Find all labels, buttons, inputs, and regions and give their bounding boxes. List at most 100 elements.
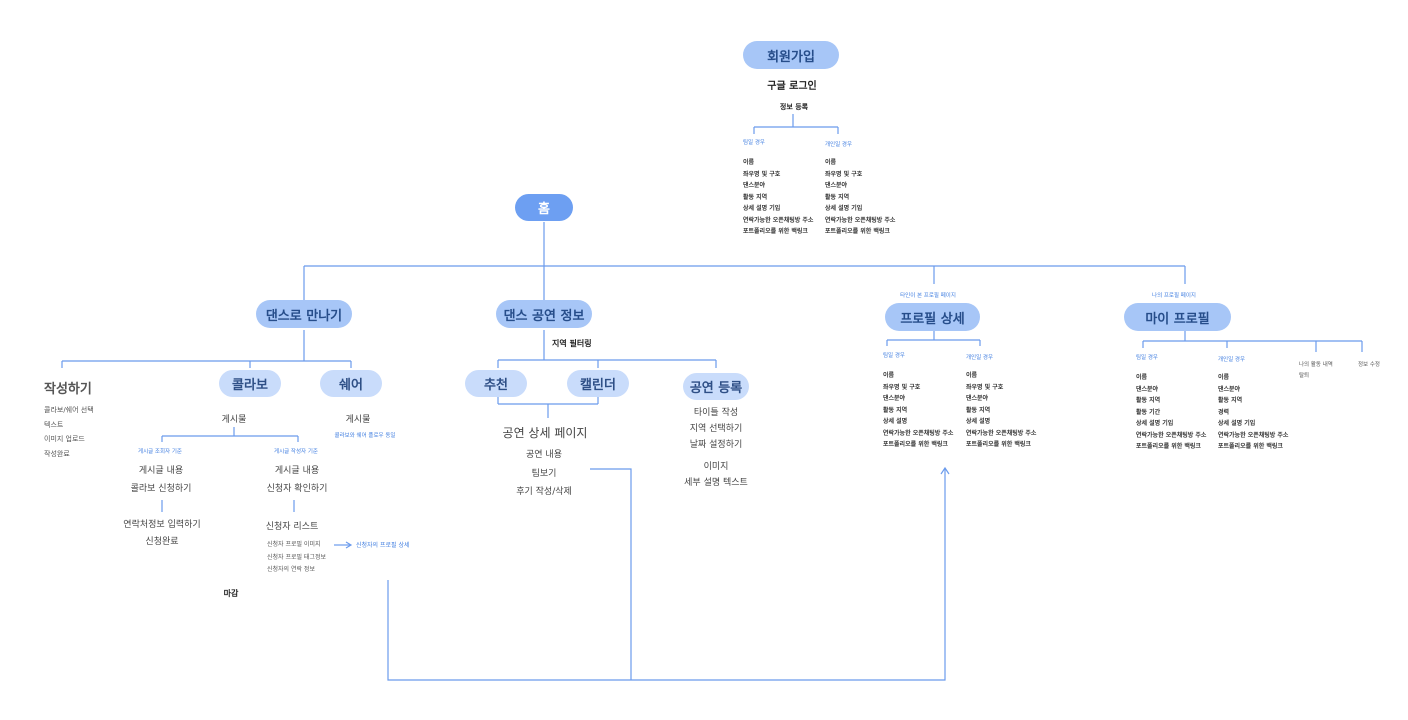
field-item: 연락가능한 오픈채팅방 주소: [1136, 431, 1207, 439]
edit-info-label: 정보 수정: [1358, 362, 1380, 368]
viewer-basis-label: 게시글 조회자 기준: [138, 449, 182, 455]
field-item: 좌우명 및 구호: [743, 170, 781, 178]
field-item: 댄스분야: [1218, 385, 1241, 393]
performance-node[interactable]: 댄스 공연 정보: [496, 300, 592, 328]
field-item: 이름: [825, 159, 837, 166]
register-items-more: 이미지 세부 설명 텍스트: [684, 459, 748, 491]
viewer-items: 게시글 내용 콜라보 신청하기: [131, 462, 192, 498]
viewer-item: 콜라보 신청하기: [130, 484, 192, 494]
write-item: 이미지 업로드: [44, 435, 85, 443]
signup-team-label: 팀일 경우: [743, 140, 765, 146]
field-item: 포트폴리오를 위한 백링크: [825, 228, 890, 235]
home-node[interactable]: 홈: [515, 194, 573, 221]
my-profile-node[interactable]: 마이 프로필: [1124, 303, 1231, 331]
field-item: 상세 설명: [966, 418, 991, 425]
my-activity-items: 나의 활동 내역 탈퇴: [1299, 360, 1333, 382]
detail-item: 후기 작성/삭제: [516, 487, 572, 497]
my-profile-personal-label: 개인일 경우: [1218, 357, 1246, 363]
detail-item: 팀보기: [531, 468, 557, 479]
field-item: 좌우명 및 구호: [966, 383, 1004, 391]
viewer-next-items: 연락처정보 입력하기 신청완료: [123, 517, 200, 551]
my-profile-team-label: 팀일 경우: [1136, 355, 1158, 361]
field-item: 활동 기간: [1136, 408, 1161, 416]
field-item: 상세 설명 기입: [825, 205, 863, 212]
activity-item: 나의 활동 내역: [1299, 362, 1333, 368]
closed-label: 마감: [223, 589, 239, 598]
profile-personal-label: 개인일 경우: [966, 355, 994, 361]
register-items: 타이틀 작성 지역 선택하기 날짜 설정하기: [690, 405, 743, 453]
activity-item: 탈퇴: [1299, 373, 1310, 379]
signup-personal-label: 개인일 경우: [825, 142, 853, 148]
write-title: 작성하기: [44, 382, 92, 397]
field-item: 연락가능한 오픈채팅방 주소: [1218, 431, 1289, 439]
field-item: 이름: [743, 159, 755, 166]
register-item: 세부 설명 텍스트: [684, 478, 748, 488]
field-item: 포트폴리오를 위한 백링크: [966, 441, 1031, 448]
performance-detail-items: 공연 내용 팀보기 후기 작성/삭제: [516, 446, 572, 502]
field-item: 상세 설명: [883, 418, 908, 425]
field-item: 좌우명 및 구호: [883, 383, 921, 391]
viewer-next-item: 연락처정보 입력하기: [123, 520, 201, 530]
field-item: 활동 지역: [1136, 397, 1161, 404]
field-item: 연락가능한 오픈채팅방 주소: [825, 216, 896, 224]
share-node[interactable]: 쉐어: [320, 370, 382, 397]
applicant-profile-link[interactable]: 신청자의 프로필 상세: [356, 542, 410, 549]
field-item: 활동 지역: [966, 406, 991, 414]
writer-item: 신청자 확인하기: [266, 484, 328, 494]
field-item: 포트폴리오를 위한 백링크: [1218, 443, 1283, 450]
detail-item: 공연 내용: [526, 450, 562, 460]
calendar-node[interactable]: 캘린더: [567, 370, 629, 397]
field-item: 상세 설명 기입: [743, 205, 781, 212]
applicant-details: 신청자 프로필 이미지 신청자 프로필 태그정보 신청자의 연락 정보: [267, 539, 326, 577]
field-item: 댄스분야: [743, 182, 766, 189]
write-items: 콜라보/쉐어 선택 텍스트 이미지 업로드 작성완료: [44, 403, 94, 461]
my-profile-caption: 나의 프로필 페이지: [1152, 293, 1196, 299]
register-item: 지역 선택하기: [689, 424, 743, 434]
my-profile-personal-fields: 이름 댄스분야 활동 지역 경력 상세 설명 기입 연락가능한 오픈채팅방 주소…: [1218, 372, 1288, 453]
register-performance-node[interactable]: 공연 등록: [683, 373, 749, 400]
field-item: 포트폴리오를 위한 백링크: [1136, 443, 1201, 450]
field-item: 활동 지역: [825, 193, 850, 201]
write-item: 콜라보/쉐어 선택: [44, 406, 94, 414]
signup-team-fields: 이름 좌우명 및 구호 댄스분야 활동 지역 상세 설명 기입 연락가능한 오픈…: [743, 157, 813, 238]
field-item: 활동 지역: [1218, 397, 1243, 404]
field-item: 활동 지역: [883, 406, 908, 414]
applicant-detail: 신청자의 연락 정보: [267, 566, 315, 573]
field-item: 댄스분야: [825, 182, 848, 189]
collab-post-label: 게시물: [221, 415, 247, 425]
field-item: 이름: [966, 372, 978, 379]
share-note: 콜라보와 쉐어 플로우 동일: [334, 433, 396, 439]
writer-items: 게시글 내용 신청자 확인하기: [267, 462, 328, 498]
profile-team-label: 팀일 경우: [883, 353, 905, 359]
recommend-node[interactable]: 추천: [465, 370, 527, 397]
register-item: 타이틀 작성: [693, 408, 739, 418]
field-item: 댄스분야: [1136, 385, 1159, 393]
signup-node[interactable]: 회원가입: [743, 41, 839, 69]
collab-node[interactable]: 콜라보: [219, 370, 281, 397]
region-filter-label: 지역 필터링: [552, 339, 592, 348]
profile-team-fields: 이름 좌우명 및 구호 댄스분야 활동 지역 상세 설명 연락가능한 오픈채팅방…: [883, 370, 953, 451]
register-item: 이미지: [703, 462, 729, 472]
signup-personal-fields: 이름 좌우명 및 구호 댄스분야 활동 지역 상세 설명 기입 연락가능한 오픈…: [825, 157, 895, 238]
field-item: 상세 설명 기입: [1218, 420, 1256, 427]
field-item: 댄스분야: [883, 395, 906, 402]
field-item: 댄스분야: [966, 395, 989, 402]
field-item: 경력: [1218, 408, 1230, 416]
viewer-item: 게시글 내용: [138, 466, 184, 476]
dance-meet-node[interactable]: 댄스로 만나기: [256, 300, 352, 328]
field-item: 이름: [1218, 374, 1230, 381]
field-item: 상세 설명 기입: [1136, 420, 1174, 427]
viewer-next-item: 신청완료: [145, 537, 179, 547]
my-profile-team-fields: 이름 댄스분야 활동 지역 활동 기간 상세 설명 기입 연락가능한 오픈채팅방…: [1136, 372, 1206, 453]
field-item: 연락가능한 오픈채팅방 주소: [743, 216, 814, 224]
field-item: 포트폴리오를 위한 백링크: [883, 441, 948, 448]
write-item: 작성완료: [44, 449, 70, 458]
applicant-detail: 신청자 프로필 태그정보: [267, 553, 327, 561]
field-item: 이름: [883, 372, 895, 379]
field-item: 좌우명 및 구호: [825, 170, 863, 178]
field-item: 연락가능한 오픈채팅방 주소: [966, 429, 1037, 437]
profile-detail-node[interactable]: 프로필 상세: [885, 303, 980, 331]
register-info-label: 정보 등록: [779, 103, 809, 111]
google-login-label: 구글 로그인: [767, 81, 817, 92]
